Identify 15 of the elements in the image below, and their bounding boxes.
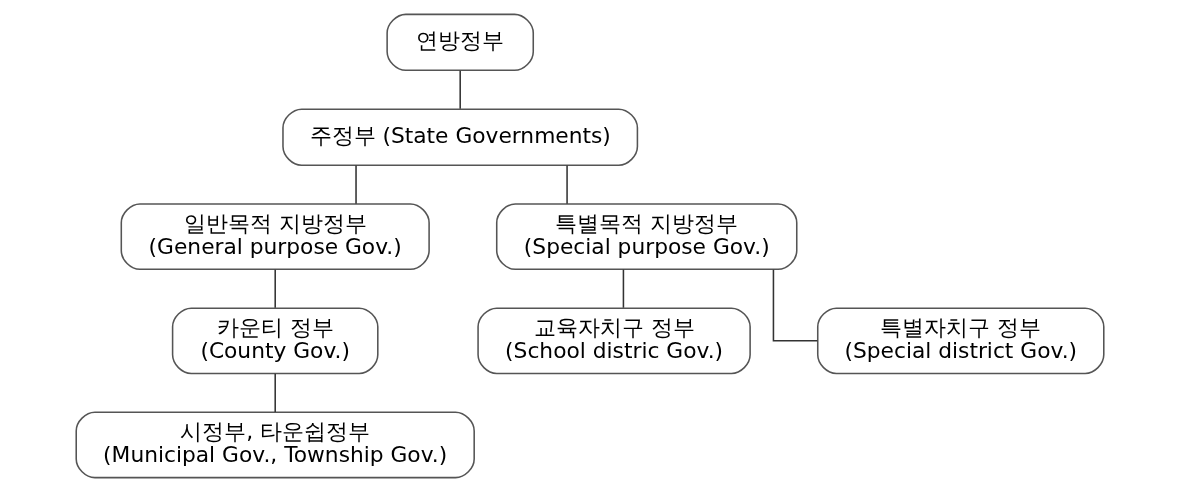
connector [274, 268, 276, 309]
node-box: 연방정부 [386, 13, 535, 72]
node-box: 카운티 정부 (County Gov.) [171, 307, 379, 375]
node-box: 일반목적 지방정부 (General purpose Gov.) [120, 203, 430, 271]
connector [355, 164, 357, 205]
node-box: 주정부 (State Governments) [282, 108, 639, 166]
node-box: 시정부, 타운쉽정부 (Municipal Gov., Township Gov.) [75, 411, 475, 479]
node-box: 특별자치구 정부 (Special district Gov.) [816, 307, 1105, 375]
connector [566, 164, 568, 205]
node-box: 교육자치구 정부 (School distric Gov.) [477, 307, 751, 375]
connector [772, 268, 819, 342]
connector [622, 268, 625, 309]
connector [274, 373, 276, 413]
node-box: 특별목적 지방정부 (Special purpose Gov.) [495, 203, 798, 271]
connector [459, 70, 461, 110]
